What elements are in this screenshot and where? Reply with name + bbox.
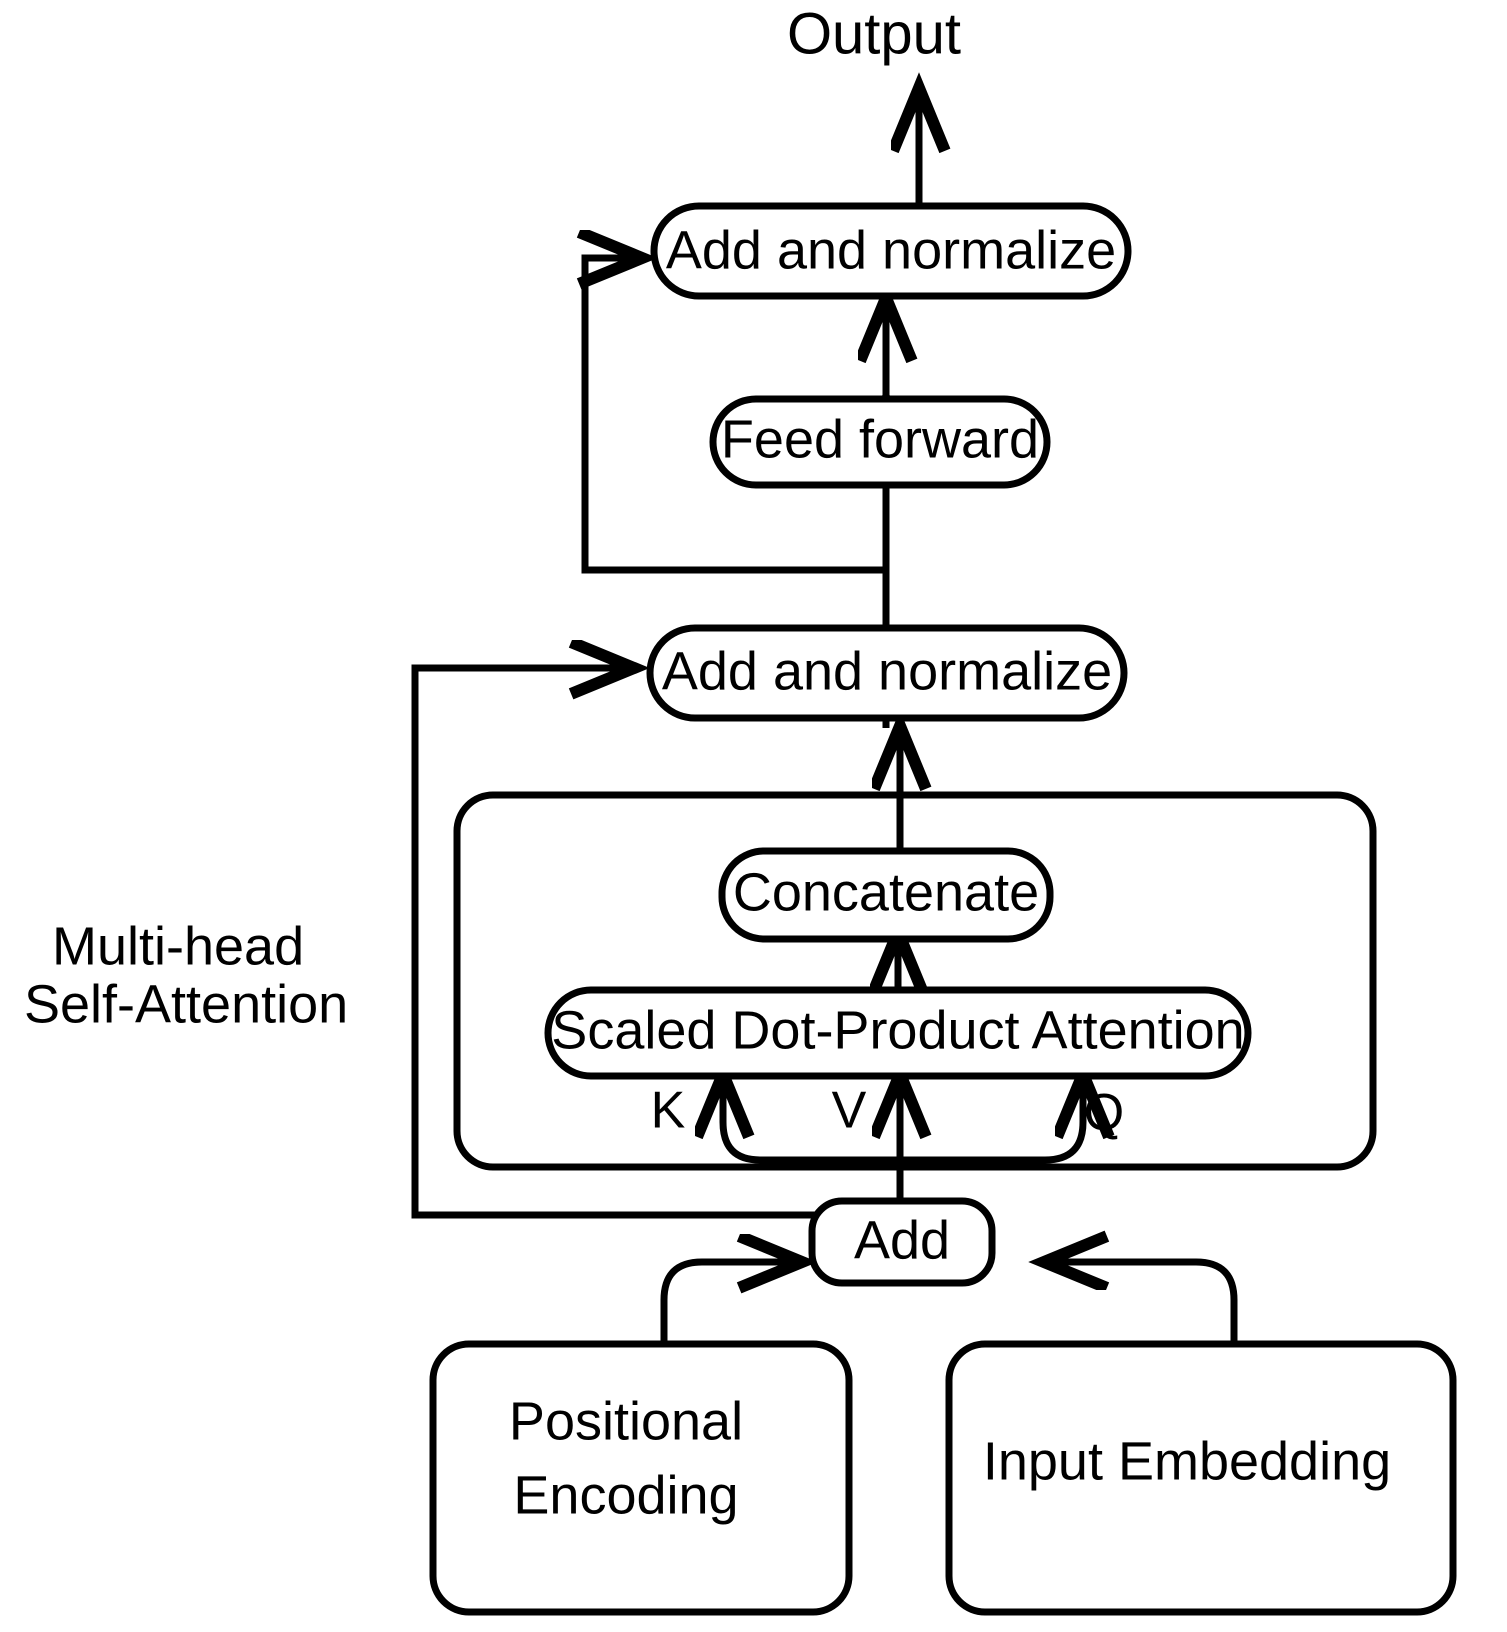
edge-residual-lower — [411, 668, 900, 1219]
attention-input-k-label: K — [651, 1082, 686, 1140]
node-scaled-dot-product-attention-shape — [544, 986, 1252, 1080]
attention-input-v-label: V — [832, 1082, 867, 1140]
output-label: Output — [787, 1, 961, 66]
edge-input-embedding-to-add — [1046, 1262, 1238, 1370]
multi-head-self-attention-label-line2: Self-Attention — [24, 974, 348, 1034]
node-positional-encoding-shape — [429, 1340, 853, 1616]
node-scaled-dot-product-attention: Scaled Dot-Product Attention — [544, 986, 1252, 1080]
edge-residual-upper — [585, 258, 886, 574]
edge-positional-encoding-to-add — [660, 1262, 800, 1370]
node-feed-forward-label: Feed forward — [721, 409, 1039, 469]
node-add-label: Add — [854, 1210, 950, 1270]
node-input-embedding-shape — [945, 1340, 1457, 1616]
node-input-embedding: Input Embedding — [945, 1340, 1457, 1616]
node-concatenate-label: Concatenate — [733, 862, 1039, 922]
node-add-and-normalize-mid-label: Add and normalize — [662, 641, 1112, 701]
edge-k-to-attention — [723, 1076, 900, 1164]
node-feed-forward: Feed forward — [709, 395, 1051, 489]
node-input-embedding-label: Input Embedding — [983, 1431, 1391, 1491]
node-scaled-dot-product-attention-label: Scaled Dot-Product Attention — [551, 1000, 1244, 1060]
attention-input-q-label: Q — [1084, 1084, 1124, 1142]
node-concatenate: Concatenate — [718, 847, 1054, 943]
node-positional-encoding-label-line1: Positional — [509, 1391, 743, 1451]
node-feed-forward-shape — [709, 395, 1051, 489]
node-positional-encoding: Positional Encoding — [429, 1340, 853, 1616]
node-add-and-normalize-mid: Add and normalize — [646, 624, 1128, 722]
node-add-shape — [808, 1197, 996, 1287]
node-add-and-normalize-top-label: Add and normalize — [666, 220, 1116, 280]
multi-head-self-attention-group — [453, 791, 1377, 1171]
multi-head-self-attention-label-line1: Multi-head — [52, 916, 304, 976]
edge-q-to-attention — [900, 1076, 1083, 1164]
node-concatenate-shape — [718, 847, 1054, 943]
node-positional-encoding-label-line2: Encoding — [513, 1465, 738, 1525]
node-add-and-normalize-top: Add and normalize — [650, 202, 1132, 300]
node-add-and-normalize-mid-shape — [646, 624, 1128, 722]
node-add: Add — [808, 1197, 996, 1287]
node-add-and-normalize-top-shape — [650, 202, 1132, 300]
